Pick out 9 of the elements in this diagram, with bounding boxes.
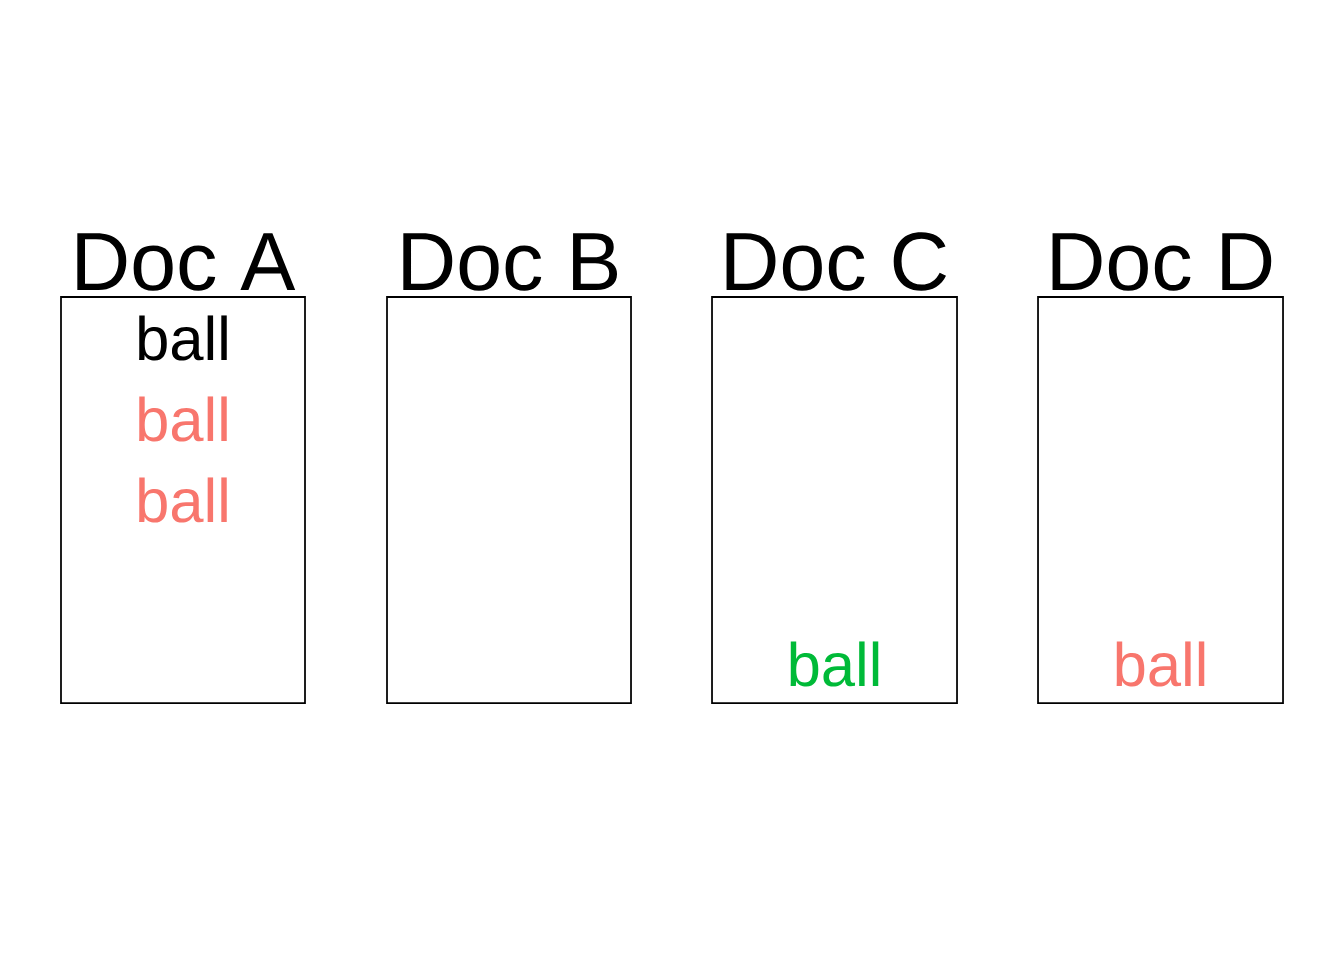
document-title: Doc B	[403, 233, 617, 291]
word-label: ball	[1116, 641, 1205, 687]
document-title: Doc C	[726, 232, 946, 291]
word-label: ball	[139, 315, 227, 361]
document-title: Doc D	[1052, 233, 1272, 291]
word-label: ball	[790, 641, 879, 687]
word-label: ball	[139, 477, 227, 523]
word-label: ball	[139, 396, 227, 442]
document-title: Doc A	[77, 233, 296, 291]
